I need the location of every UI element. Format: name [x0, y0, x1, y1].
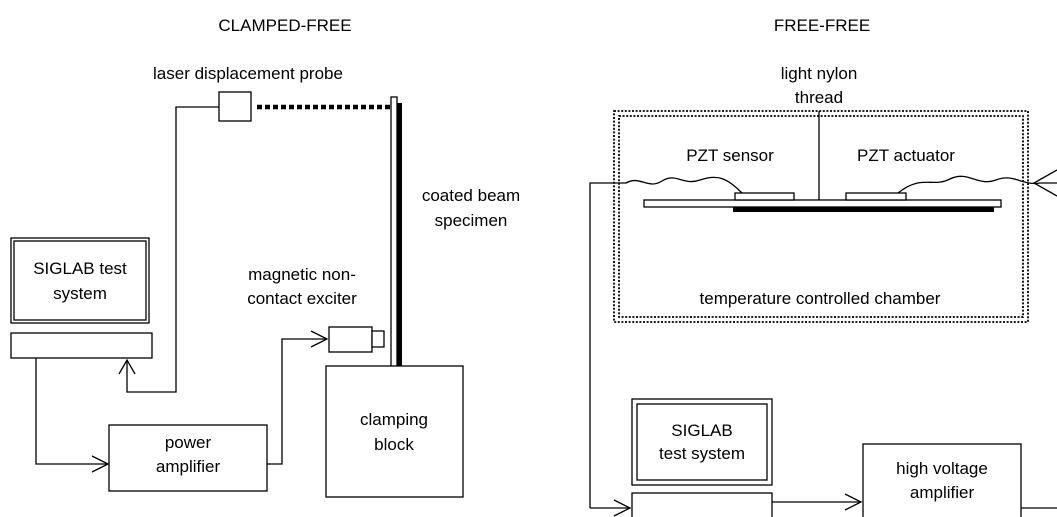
- hv-label-line1: high voltage: [896, 459, 988, 478]
- siglab-screen-right: [636, 403, 768, 481]
- amp-to-exciter-wire: [267, 338, 327, 465]
- free-free-beam: [643, 199, 1002, 208]
- siglab-to-amp-wire: [35, 358, 108, 465]
- high-voltage-amplifier: [862, 443, 1022, 517]
- siglab-base-unit: [10, 332, 153, 359]
- siglab-screen: [13, 240, 147, 321]
- magnetic-exciter: [328, 326, 373, 353]
- pzt-actuator-patch: [845, 192, 907, 201]
- thread-label-line2: thread: [795, 88, 843, 107]
- chamber-label: temperature controlled chamber: [700, 289, 941, 308]
- hv-wire-arrowhead: [844, 493, 863, 511]
- beam-label-line2: specimen: [435, 211, 508, 230]
- sensor-lead-wire: [589, 176, 743, 508]
- clamped-free-panel: CLAMPED-FREE laser displacement probe co…: [10, 16, 520, 498]
- pzt-actuator-label: PZT actuator: [857, 146, 955, 165]
- actuator-lead-wire: [897, 175, 1057, 194]
- clamping-block: [325, 365, 464, 498]
- siglab-wire-arrowhead: [91, 455, 110, 473]
- laser-probe-label: laser displacement probe: [153, 64, 343, 83]
- clamped-free-title: CLAMPED-FREE: [218, 16, 351, 35]
- sensor-wire-arrowhead: [613, 499, 632, 517]
- probe-to-siglab-wire: [126, 106, 219, 393]
- block-label-line1: clamping: [360, 410, 428, 429]
- exciter-label-line1: magnetic non-: [248, 265, 356, 284]
- temperature-chamber-inner: [618, 115, 1024, 318]
- siglab-right-label-line1: SIGLAB: [671, 421, 732, 440]
- siglab-base-unit-right: [631, 492, 773, 517]
- power-amplifier: [108, 424, 268, 492]
- beam-specimen: [390, 96, 398, 368]
- siglab-label-line2: system: [53, 284, 107, 303]
- hv-label-line2: amplifier: [910, 483, 975, 502]
- beam-coating: [397, 103, 402, 367]
- temperature-chamber-outer: [613, 110, 1029, 323]
- exciter-tip: [371, 330, 385, 348]
- free-free-panel: FREE-FREE light nylon thread temperature…: [589, 16, 1057, 517]
- free-free-title: FREE-FREE: [774, 16, 870, 35]
- probe-wire-arrowhead: [118, 358, 136, 375]
- siglab-right-label-line2: test system: [659, 444, 745, 463]
- laser-displacement-probe: [218, 91, 252, 122]
- thread-label-line1: light nylon: [781, 64, 858, 83]
- amp-label-line1: power: [165, 433, 212, 452]
- beam-label-line1: coated beam: [422, 186, 520, 205]
- amp-label-line2: amplifier: [156, 457, 221, 476]
- siglab-label-line1: SIGLAB test: [33, 259, 127, 278]
- actuator-wire-arrowhead: [1032, 169, 1057, 197]
- pzt-sensor-patch: [734, 192, 795, 201]
- exciter-label-line2: contact exciter: [247, 289, 357, 308]
- exciter-wire-arrowhead: [310, 330, 329, 348]
- free-free-beam-coating: [733, 207, 994, 212]
- pzt-sensor-label: PZT sensor: [686, 146, 774, 165]
- block-label-line2: block: [374, 435, 414, 454]
